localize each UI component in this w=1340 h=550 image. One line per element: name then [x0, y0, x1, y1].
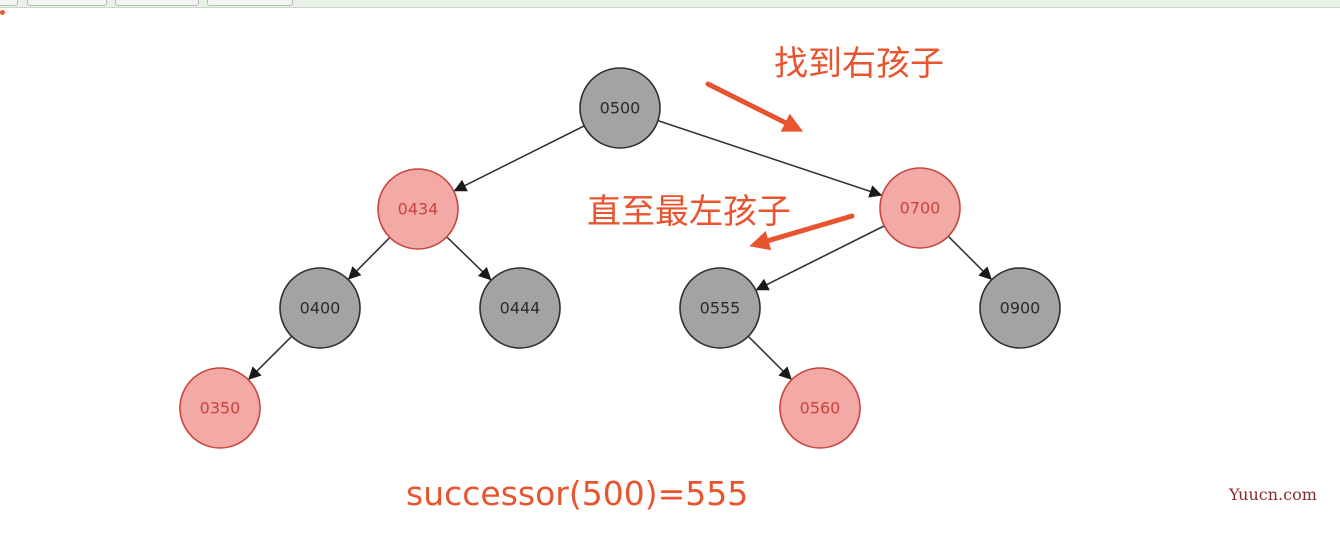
edge-0500-0434: [453, 125, 585, 192]
tree-node-0434: 0434: [377, 168, 459, 250]
edge-0434-0444: [446, 236, 492, 281]
toolbar-button[interactable]: [207, 0, 293, 6]
node-label: 0555: [700, 299, 741, 318]
tree-node-0700: 0700: [879, 167, 961, 249]
tree-node-0560: 0560: [779, 367, 861, 449]
node-label: 0400: [300, 299, 341, 318]
edge-0555-0560: [747, 335, 792, 380]
node-label: 0434: [398, 200, 439, 219]
node-circle: [179, 367, 261, 449]
node-circle: [979, 267, 1061, 349]
tree-edges: [248, 119, 992, 380]
node-circle: [679, 267, 761, 349]
tree-node-0400: 0400: [279, 267, 361, 349]
annotation-arrow-leftmost-child: [749, 213, 855, 251]
tree-node-0500: 0500: [579, 67, 661, 149]
successor-formula: successor(500)=555: [406, 474, 749, 513]
node-circle: [279, 267, 361, 349]
marker-dot: [0, 10, 5, 15]
annotation-find-right-child: 找到右孩子: [774, 44, 944, 84]
edge-0700-0900: [947, 235, 992, 280]
tree-node-0900: 0900: [979, 267, 1061, 349]
node-label: 0900: [1000, 299, 1041, 318]
annotation-leftmost-child: 直至最左孩子: [587, 192, 791, 232]
edge-0434-0400: [347, 236, 391, 280]
node-circle: [579, 67, 661, 149]
node-label: 0500: [600, 99, 641, 118]
toolbar-button[interactable]: [115, 0, 199, 6]
node-circle: [779, 367, 861, 449]
window-toolbar-strip: [0, 0, 1340, 8]
edge-0400-0350: [248, 335, 293, 380]
toolbar-button[interactable]: [0, 0, 18, 6]
node-circle: [377, 168, 459, 250]
edge-0500-0700: [657, 119, 883, 198]
node-label: 0350: [200, 399, 241, 418]
node-circle: [479, 267, 561, 349]
node-label: 0700: [900, 199, 941, 218]
tree-node-0555: 0555: [679, 267, 761, 349]
tree-nodes: 0500 0434 0700 0400 0444 0555 0900 0350 0560: [179, 67, 1061, 449]
toolbar-button[interactable]: [27, 0, 107, 6]
tree-node-0444: 0444: [479, 267, 561, 349]
annotation-arrow-right-child: [705, 81, 804, 132]
node-circle: [879, 167, 961, 249]
node-label: 0444: [500, 299, 541, 318]
edge-0700-0555: [755, 225, 885, 291]
watermark: Yuucn.com: [1229, 485, 1317, 504]
node-label: 0560: [800, 399, 841, 418]
tree-node-0350: 0350: [179, 367, 261, 449]
